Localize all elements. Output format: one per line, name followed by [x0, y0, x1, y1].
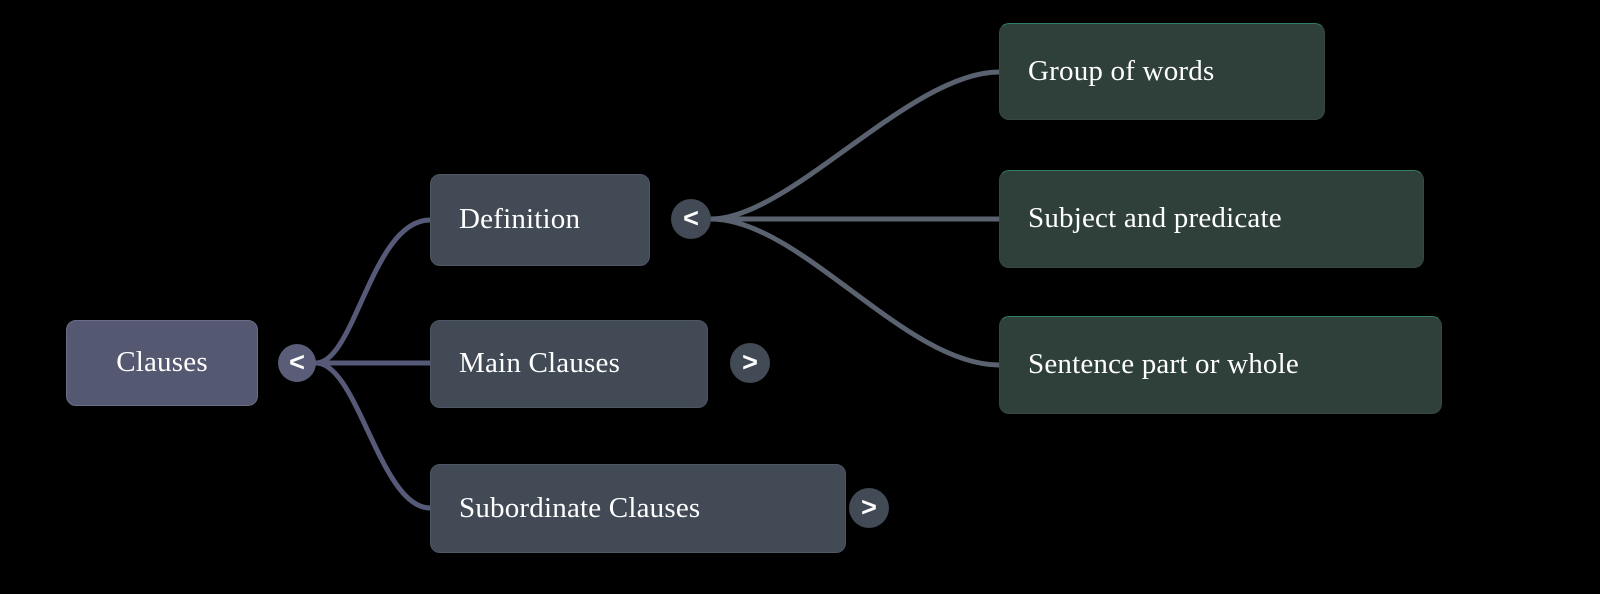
- node-leaf-sentence-part-or-whole[interactable]: Sentence part or whole: [999, 316, 1442, 414]
- node-leaf-group-of-words[interactable]: Group of words: [999, 23, 1325, 120]
- node-branch-subordinate-clauses[interactable]: Subordinate Clauses: [430, 464, 846, 553]
- chevron-left-icon: <: [683, 202, 699, 233]
- edge-root-to-subordinate-clauses: [313, 360, 433, 511]
- node-root-clauses[interactable]: Clauses: [66, 320, 258, 406]
- node-label: Group of words: [1028, 54, 1215, 87]
- edge-root-to-definition: [313, 217, 433, 366]
- expand-toggle-subordinate-clauses[interactable]: >: [849, 488, 889, 528]
- collapse-toggle-definition[interactable]: <: [671, 199, 711, 239]
- node-label: Definition: [459, 203, 581, 236]
- edge-definition-to-group-of-words: [708, 69, 1002, 222]
- node-branch-main-clauses[interactable]: Main Clauses: [430, 320, 708, 408]
- chevron-right-icon: >: [861, 491, 877, 522]
- node-label: Sentence part or whole: [1028, 348, 1299, 381]
- node-leaf-subject-and-predicate[interactable]: Subject and predicate: [999, 170, 1424, 268]
- node-label: Main Clauses: [459, 347, 621, 380]
- chevron-right-icon: >: [742, 346, 758, 377]
- node-branch-definition[interactable]: Definition: [430, 174, 650, 266]
- chevron-left-icon: <: [289, 346, 305, 377]
- node-label: Subject and predicate: [1028, 202, 1282, 235]
- node-label: Clauses: [116, 346, 208, 379]
- expand-toggle-main-clauses[interactable]: >: [730, 343, 770, 383]
- node-label: Subordinate Clauses: [459, 491, 701, 524]
- collapse-toggle-root[interactable]: <: [278, 344, 316, 382]
